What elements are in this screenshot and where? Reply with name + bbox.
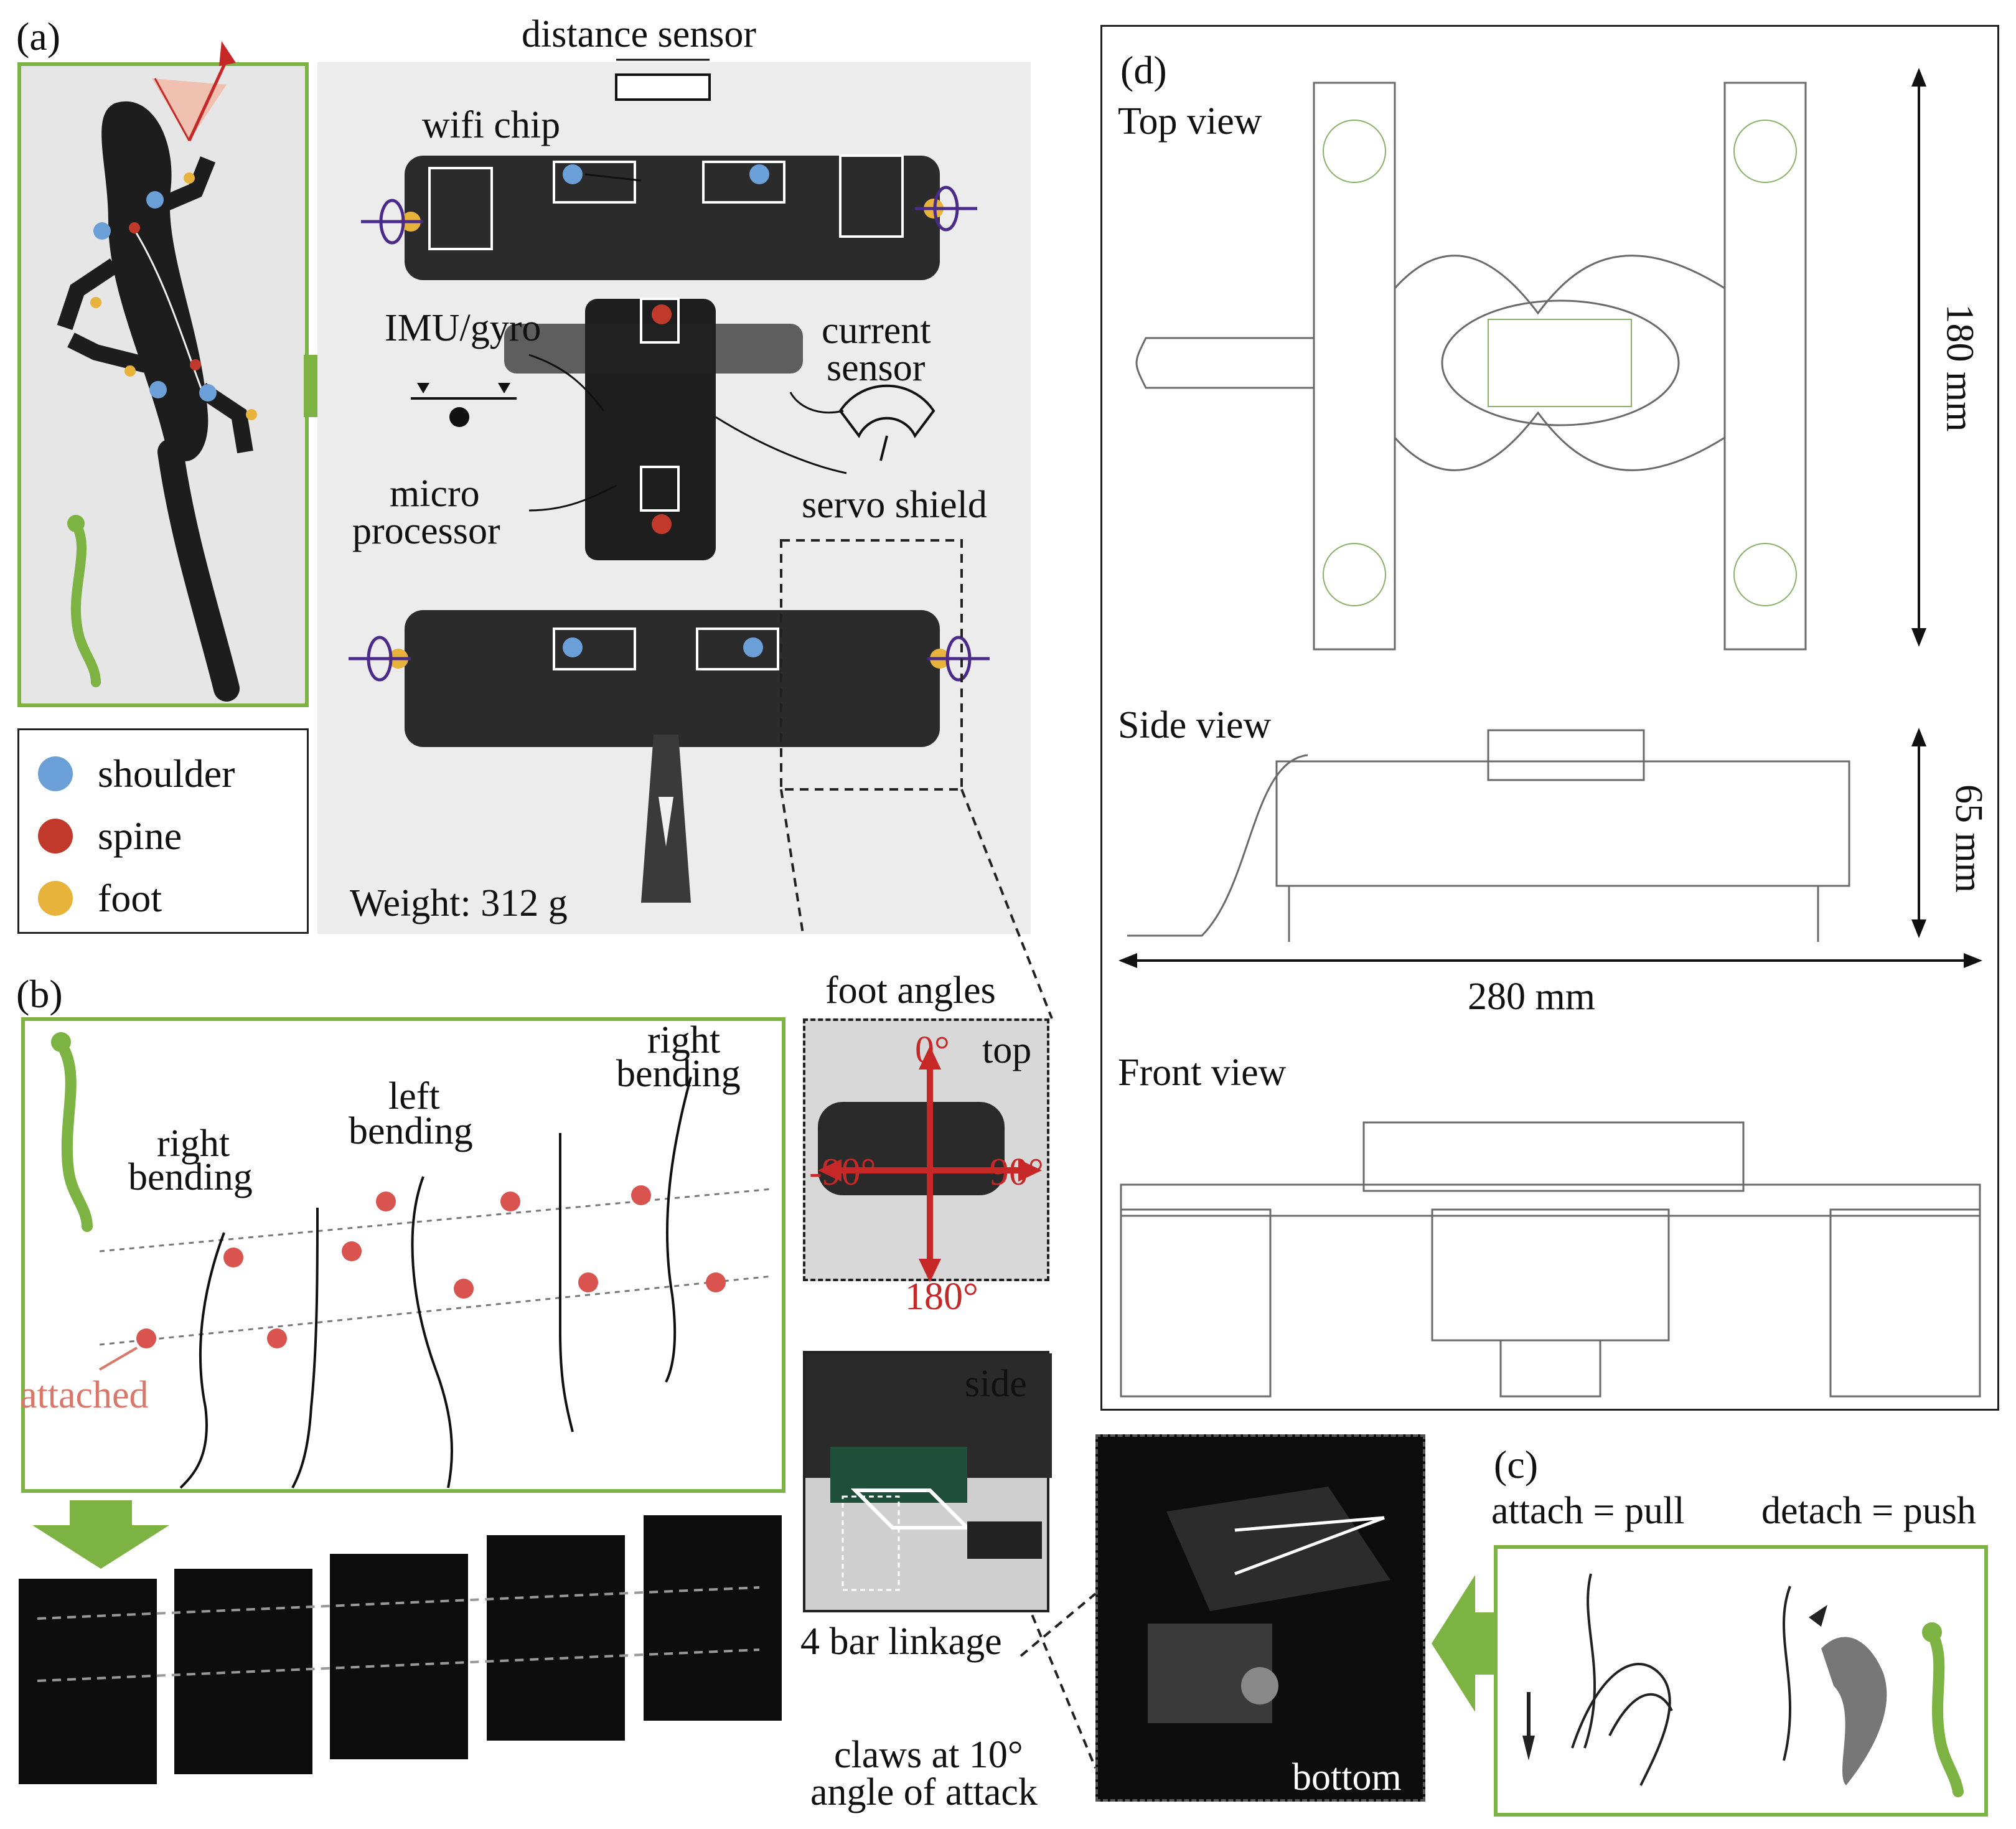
gait-sketch-box [21,1017,785,1493]
panel-a-letter: (a) [16,14,61,59]
legend-item-shoulder: shoulder [38,751,235,796]
panel-c-letter: (c) [1494,1442,1539,1487]
label-attached: attached [20,1374,149,1416]
gait-frame-3 [330,1554,468,1759]
label-0deg: 0° [915,1029,950,1071]
legend: shoulder spine foot [17,728,309,934]
label-side: side [965,1363,1027,1405]
label-right-bending-2a: right [647,1019,721,1061]
side-photo [803,1351,1052,1612]
foot-angles-photo [803,1018,1049,1282]
green-arrow-down-icon [32,1500,169,1569]
label-claws-1: claws at 10° [834,1734,1023,1776]
label-attach-pull: attach = pull [1491,1490,1685,1532]
robot-photo [317,59,1031,934]
panel-d-letter: (d) [1120,48,1167,92]
label-current-2: sensor [827,347,926,389]
legend-item-spine: spine [38,814,182,858]
label-right-bending-2b: bending [616,1053,741,1095]
label-left-bending-a: left [388,1075,440,1117]
label-bottom: bottom [1292,1756,1402,1798]
label-current-1: current [822,309,931,352]
cad-views-frame [1100,25,1999,1411]
legend-label: spine [98,814,182,858]
legend-item-foot: foot [38,876,162,920]
gecko-photo-box [17,41,309,707]
label-dim-280: 280 mm [1468,976,1595,1018]
gait-frame-2 [174,1569,312,1774]
label-top-view: Top view [1118,100,1262,143]
label-dim-65: 65 mm [1947,784,1990,893]
label-right-bending-1b: bending [128,1156,253,1198]
label-foot-angles: foot angles [825,969,996,1012]
label-90deg: 90° [990,1151,1044,1193]
robot-drawing [349,59,990,903]
label-4-bar-linkage: 4 bar linkage [800,1620,1002,1663]
claw-drawing [1148,1487,1390,1723]
claw-photo [1095,1434,1425,1802]
label-claws-2: angle of attack [810,1771,1038,1813]
label-micro-2: processor [352,510,500,552]
label-detach-push: detach = push [1761,1490,1976,1532]
label-distance-sensor: distance sensor [522,13,757,55]
cad-drawings [1118,68,1982,1398]
green-arrow-left-icon [1432,1575,1500,1712]
gait-frame-4 [487,1535,625,1741]
spine-dot-icon [38,819,73,853]
label-top: top [982,1029,1032,1071]
shoulder-dot-icon [38,756,73,791]
label-weight: Weight: 312 g [350,882,568,924]
claw-sketch-box [1494,1545,1988,1817]
gecko-silhouette [57,41,257,702]
gait-sketches [51,1032,772,1489]
foot-angle-cross-icon [818,1046,1042,1282]
label-180deg: 180° [905,1276,978,1318]
claw-sketches [1522,1573,1964,1797]
label-wifi-chip: wifi chip [422,104,561,146]
label-micro-1: micro [390,473,480,515]
label-front-view: Front view [1118,1051,1287,1094]
label-imu: IMU/gyro [385,307,542,349]
side-linkage-drawing [805,1353,1052,1591]
legend-label: shoulder [98,751,235,796]
label-dim-180: 180 mm [1938,304,1981,432]
label-m90deg: -90° [809,1151,876,1193]
foot-dot-icon [38,881,73,916]
label-left-bending-b: bending [349,1110,473,1152]
label-right-bending-1a: right [157,1122,230,1165]
label-servo-shield: servo shield [802,484,987,526]
panel-b-letter: (b) [16,972,63,1016]
gait-frame-guides [37,1586,760,1682]
gait-frame-5 [644,1515,782,1721]
legend-label: foot [98,876,162,920]
label-side-view: Side view [1118,704,1272,746]
